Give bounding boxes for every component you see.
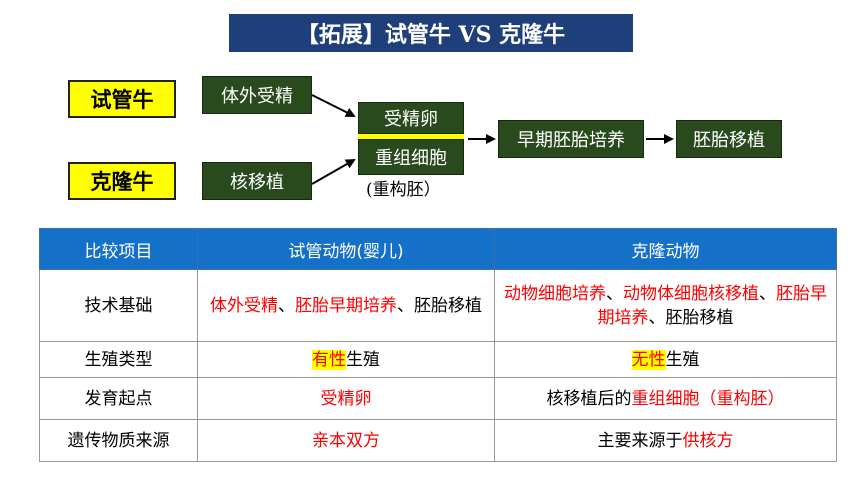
arrow-ivf-to-zygote bbox=[311, 94, 356, 117]
emphasis-text: 无性 bbox=[631, 349, 666, 370]
label-cloned-cattle: 克隆牛 bbox=[68, 162, 176, 200]
table-row: 生殖类型 有性生殖 无性生殖 bbox=[39, 341, 837, 378]
step-embryo-transfer: 胚胎移植 bbox=[676, 120, 782, 158]
header-item: 比较项目 bbox=[39, 228, 198, 270]
plain-text: 胚胎移植 bbox=[665, 307, 734, 328]
arrow-clone-to-reconstructed bbox=[311, 159, 356, 185]
cell-ivf: 受精卵 bbox=[197, 377, 495, 420]
plain-text: 生殖 bbox=[665, 349, 700, 370]
plain-text: 、 bbox=[759, 283, 776, 304]
emphasis-text: 动物体细胞核移植 bbox=[623, 283, 759, 304]
table-row: 发育起点 受精卵 核移植后的重组细胞（重构胚） bbox=[39, 377, 837, 420]
label-ivf-cattle: 试管牛 bbox=[68, 80, 176, 118]
plain-text: 核移植后的 bbox=[546, 388, 632, 409]
cell-clone: 动物细胞培养、动物体细胞核移植、胚胎早期培养、胚胎移植 bbox=[494, 269, 837, 342]
plain-text: 主要来源于 bbox=[597, 430, 683, 451]
plain-text: 、 bbox=[397, 295, 414, 316]
header-cloned-animal: 克隆动物 bbox=[494, 228, 837, 270]
result-divider bbox=[358, 134, 464, 139]
cell-clone: 无性生殖 bbox=[494, 341, 837, 378]
table-row: 技术基础 体外受精、胚胎早期培养、胚胎移植 动物细胞培养、动物体细胞核移植、胚胎… bbox=[39, 269, 837, 342]
emphasis-text: 供核方 bbox=[682, 430, 734, 451]
step-nuclear-transfer: 核移植 bbox=[202, 162, 312, 200]
plain-text: 、 bbox=[648, 307, 666, 328]
emphasis-text: 重组细胞（重构胚） bbox=[631, 388, 785, 409]
header-ivf-animal: 试管动物(婴儿) bbox=[197, 228, 495, 270]
page-title: 【拓展】试管牛 VS 克隆牛 bbox=[229, 14, 633, 52]
result-reconstructed-cell: 重组细胞 bbox=[358, 139, 464, 175]
row-item: 生殖类型 bbox=[39, 341, 198, 378]
plain-text: 胚胎移植 bbox=[414, 295, 482, 316]
cell-ivf: 有性生殖 bbox=[197, 341, 495, 378]
row-item: 发育起点 bbox=[39, 377, 198, 420]
table-header-row: 比较项目 试管动物(婴儿) 克隆动物 bbox=[39, 228, 837, 270]
plain-text: 、 bbox=[278, 295, 295, 316]
emphasis-text: 受精卵 bbox=[320, 388, 372, 409]
step-early-embryo-culture: 早期胚胎培养 bbox=[498, 120, 644, 158]
emphasis-text: 胚胎早期培养 bbox=[295, 295, 397, 316]
plain-text: 生殖 bbox=[346, 349, 380, 370]
emphasis-text: 有性 bbox=[312, 349, 346, 370]
cell-ivf: 体外受精、胚胎早期培养、胚胎移植 bbox=[197, 269, 495, 342]
step-in-vitro-fertilization: 体外受精 bbox=[202, 76, 312, 114]
cell-clone: 核移植后的重组细胞（重构胚） bbox=[494, 377, 837, 420]
emphasis-text: 亲本双方 bbox=[312, 430, 380, 451]
cell-ivf: 亲本双方 bbox=[197, 419, 495, 462]
row-item: 遗传物质来源 bbox=[39, 419, 198, 462]
result-reconstructed-embryo-note: (重构胚） bbox=[366, 180, 441, 200]
plain-text: 、 bbox=[606, 283, 623, 304]
emphasis-text: 动物细胞培养 bbox=[504, 283, 606, 304]
result-zygote: 受精卵 bbox=[358, 102, 464, 134]
row-item: 技术基础 bbox=[39, 269, 198, 342]
cell-clone: 主要来源于供核方 bbox=[494, 419, 837, 462]
comparison-table: 比较项目 试管动物(婴儿) 克隆动物 技术基础 体外受精、胚胎早期培养、胚胎移植… bbox=[39, 228, 837, 462]
emphasis-text: 体外受精 bbox=[210, 295, 278, 316]
table-row: 遗传物质来源 亲本双方 主要来源于供核方 bbox=[39, 419, 837, 462]
emphasis-text: 胚胎早期培养 bbox=[597, 283, 828, 328]
